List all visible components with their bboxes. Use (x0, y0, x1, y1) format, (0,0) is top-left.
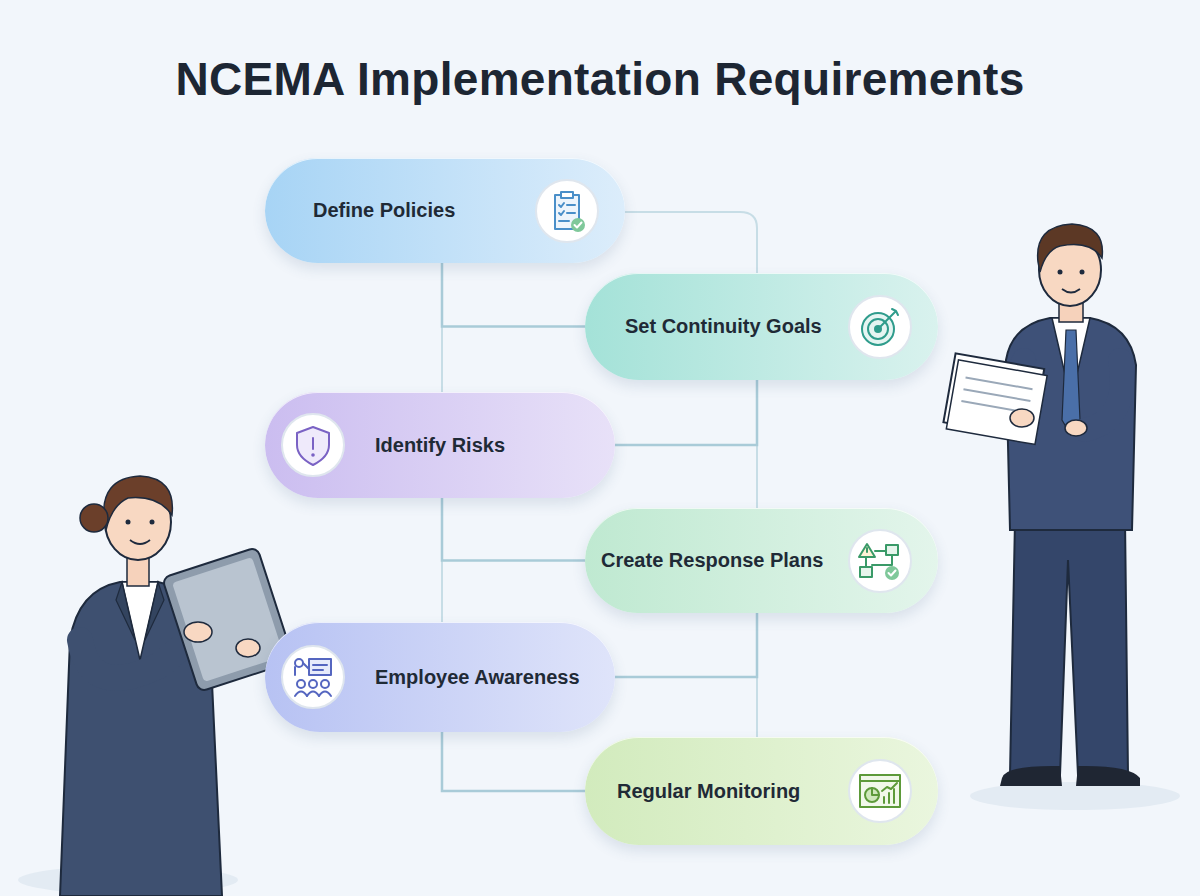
woman-figure (18, 476, 294, 896)
step-icon (846, 527, 914, 595)
step-connector (442, 732, 585, 791)
step-label: Create Response Plans (601, 549, 823, 572)
step-icon (533, 177, 601, 245)
step-connector (615, 380, 757, 445)
step-pill: Create Response Plans (585, 508, 938, 613)
step-label: Identify Risks (375, 434, 505, 457)
step-icon (279, 643, 347, 711)
step-icon (846, 293, 914, 361)
step-label: Regular Monitoring (617, 780, 800, 803)
step-label: Define Policies (313, 199, 455, 222)
step-connector (442, 263, 585, 327)
step-label: Set Continuity Goals (625, 315, 822, 338)
step-connector (442, 498, 585, 561)
step-pill: Identify Risks (265, 392, 615, 498)
step-icon (846, 757, 914, 825)
step-pill: Set Continuity Goals (585, 273, 938, 380)
step-pill: Regular Monitoring (585, 737, 938, 845)
diagram-title: NCEMA Implementation Requirements (0, 52, 1200, 106)
step-label: Employee Awareness (375, 666, 580, 689)
step-icon (279, 411, 347, 479)
step-pill: Employee Awareness (265, 622, 615, 732)
man-figure (942, 224, 1180, 810)
step-pill: Define Policies (265, 158, 625, 263)
step-connector (615, 613, 757, 677)
